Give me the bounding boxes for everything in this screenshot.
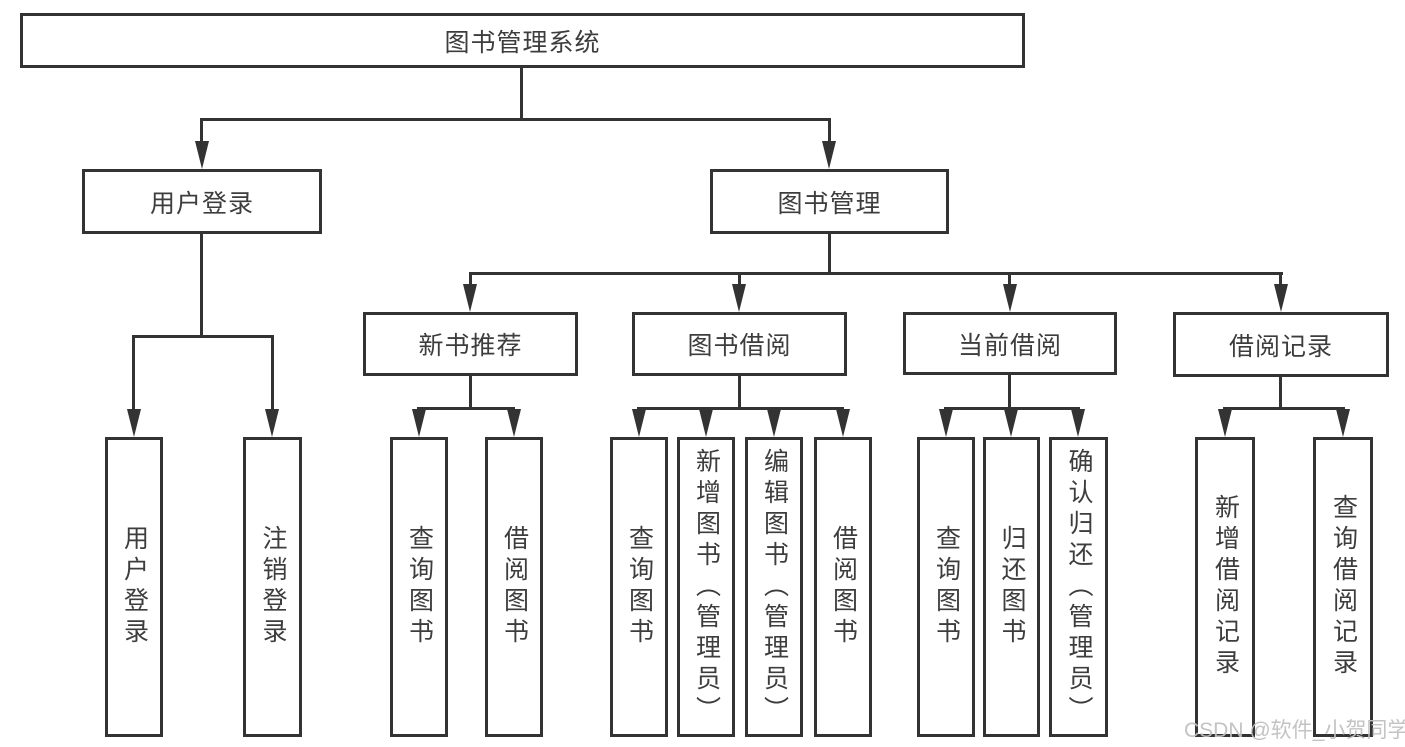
connector-stem — [828, 121, 831, 143]
arrowhead-down-icon — [1003, 284, 1017, 312]
leaf-edit-books-admin-label: 编辑图书（管理员） — [760, 447, 789, 727]
leaf-confirm-return-admin-label: 确认归还（管理员） — [1065, 447, 1093, 727]
connector-root-trunk — [520, 68, 523, 121]
connector-book-management-split — [469, 272, 1283, 275]
node-book-borrowing: 图书借阅 — [632, 312, 847, 376]
connector-trunk — [1279, 377, 1282, 409]
leaf-add-books-admin-label: 新增图书（管理员） — [692, 447, 721, 727]
connector-stem — [738, 275, 741, 286]
node-new-book-recommendation: 新书推荐 — [363, 312, 578, 376]
leaf-edit-books-admin: 编辑图书（管理员） — [745, 437, 803, 737]
connector-user-login-split — [132, 335, 274, 338]
arrowhead-down-icon — [939, 409, 953, 437]
arrowhead-down-icon — [1071, 409, 1085, 437]
arrowhead-down-icon — [767, 409, 781, 437]
leaf-add-borrow-record: 新增借阅记录 — [1195, 437, 1255, 737]
leaf-user-login-label: 用户登录 — [120, 525, 149, 649]
leaf-query-books-recommend-label: 查询图书 — [405, 525, 434, 649]
connector-stem — [1008, 275, 1011, 286]
connector-book-management-trunk — [828, 234, 831, 274]
leaf-confirm-return-admin: 确认归还（管理员） — [1049, 437, 1108, 737]
node-book-management: 图书管理 — [710, 169, 949, 234]
connector-split — [637, 407, 844, 410]
arrowhead-down-icon — [265, 409, 279, 437]
connector-stem — [200, 121, 203, 143]
connector-stem — [1279, 275, 1282, 286]
connector-stem — [132, 338, 135, 409]
node-book-borrowing-label: 图书借阅 — [687, 332, 792, 360]
node-new-book-recommendation-label: 新书推荐 — [418, 332, 523, 360]
connector-trunk — [469, 376, 472, 409]
arrowhead-down-icon — [1274, 284, 1288, 312]
leaf-borrow-books-borrowing-label: 借阅图书 — [829, 525, 858, 649]
connector-trunk — [1008, 375, 1011, 409]
arrowhead-down-icon — [127, 409, 141, 437]
leaf-logout-label: 注销登录 — [259, 525, 287, 649]
leaf-query-books-recommend: 查询图书 — [390, 437, 448, 737]
connector-split — [417, 407, 515, 410]
node-current-borrowing: 当前借阅 — [903, 312, 1117, 375]
arrowhead-down-icon — [822, 141, 836, 169]
arrowhead-down-icon — [699, 409, 713, 437]
connector-split — [944, 407, 1080, 410]
leaf-borrow-books-borrowing: 借阅图书 — [814, 437, 872, 737]
arrowhead-down-icon — [1004, 409, 1018, 437]
node-library-system-label: 图书管理系统 — [444, 28, 601, 57]
leaf-return-books-label: 归还图书 — [998, 525, 1026, 649]
leaf-user-login: 用户登录 — [105, 437, 163, 737]
leaf-add-books-admin: 新增图书（管理员） — [677, 437, 735, 737]
connector-root-split — [200, 118, 831, 121]
connector-user-login-trunk — [200, 234, 203, 337]
node-user-login: 用户登录 — [82, 169, 322, 234]
leaf-query-books-borrowing: 查询图书 — [610, 437, 668, 737]
leaf-logout: 注销登录 — [243, 437, 302, 737]
leaf-borrow-books-recommend-label: 借阅图书 — [500, 525, 529, 649]
arrowhead-down-icon — [1336, 409, 1350, 437]
node-borrowing-records: 借阅记录 — [1173, 312, 1389, 377]
connector-trunk — [738, 376, 741, 409]
node-user-login-label: 用户登录 — [149, 189, 254, 218]
arrowhead-down-icon — [836, 409, 850, 437]
arrowhead-down-icon — [507, 409, 521, 437]
arrowhead-down-icon — [195, 141, 209, 169]
node-book-management-label: 图书管理 — [777, 189, 882, 218]
arrowhead-down-icon — [412, 409, 426, 437]
leaf-query-books-current: 查询图书 — [917, 437, 975, 737]
arrowhead-down-icon — [732, 284, 746, 312]
leaf-query-borrow-record: 查询借阅记录 — [1313, 437, 1373, 737]
connector-stem — [469, 275, 472, 286]
csdn-watermark: CSDN @软件_小贺同学 — [1184, 719, 1405, 742]
node-current-borrowing-label: 当前借阅 — [957, 331, 1062, 360]
leaf-query-books-borrowing-label: 查询图书 — [625, 525, 654, 649]
connector-stem — [271, 338, 274, 409]
leaf-return-books: 归还图书 — [983, 437, 1040, 737]
node-borrowing-records-label: 借阅记录 — [1228, 332, 1333, 361]
arrowhead-down-icon — [632, 409, 646, 437]
node-library-system: 图书管理系统 — [20, 13, 1025, 68]
arrowhead-down-icon — [463, 284, 477, 312]
leaf-add-borrow-record-label: 新增借阅记录 — [1211, 494, 1240, 680]
leaf-borrow-books-recommend: 借阅图书 — [485, 437, 543, 737]
leaf-query-books-current-label: 查询图书 — [932, 525, 961, 649]
leaf-query-borrow-record-label: 查询借阅记录 — [1329, 494, 1358, 680]
connector-split — [1223, 407, 1345, 410]
arrowhead-down-icon — [1218, 409, 1232, 437]
